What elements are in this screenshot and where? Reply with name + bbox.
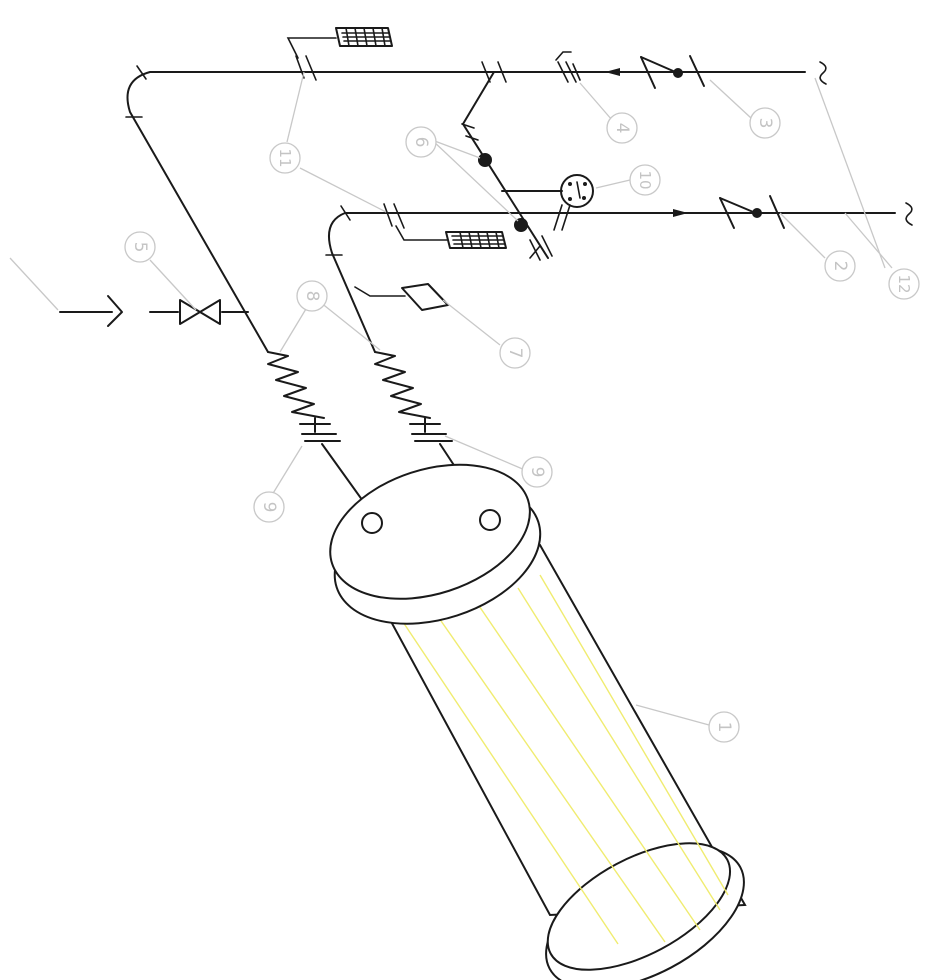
callout-10: 10	[629, 164, 661, 196]
callout-6-label: 6	[411, 137, 431, 148]
drain-valve	[59, 295, 249, 327]
callout-12-label: 12	[895, 274, 913, 293]
gauge-icon	[553, 174, 594, 231]
callout-3-label: 3	[755, 118, 775, 129]
callout-3: 3	[749, 107, 781, 139]
callout-2: 2	[824, 250, 856, 282]
callout-9-right: 9	[521, 456, 553, 488]
leader-lines	[9, 71, 893, 726]
callout-7-label: 7	[505, 348, 525, 359]
pipe-fitting	[555, 51, 581, 83]
callout-7: 7	[499, 337, 531, 369]
lower-pipe	[325, 202, 913, 353]
callout-5: 5	[124, 231, 156, 263]
collector-tube	[329, 463, 747, 980]
sensor-upper-icon	[286, 27, 393, 81]
flow-arrow-lower	[673, 209, 688, 217]
callout-2-label: 2	[830, 261, 850, 272]
callout-4: 4	[606, 112, 638, 144]
sensor-lower-icon	[383, 203, 507, 249]
callout-6: 6	[405, 126, 437, 158]
callout-5-label: 5	[130, 242, 150, 253]
callout-10-label: 10	[636, 170, 654, 189]
callout-9-left: 9	[253, 491, 285, 523]
check-valve-upper	[640, 55, 705, 89]
callout-9-right-label: 9	[527, 467, 547, 478]
callout-1-label: 1	[714, 722, 734, 733]
callout-1: 1	[708, 711, 740, 743]
bypass-branch	[461, 71, 563, 261]
callout-11-label: 11	[276, 148, 294, 167]
callout-8-label: 8	[302, 291, 322, 302]
callout-4-label: 4	[612, 123, 632, 134]
callout-9-left-label: 9	[259, 502, 279, 513]
flex-hose-left	[267, 351, 379, 523]
flow-arrow-upper	[605, 68, 620, 76]
callout-11: 11	[269, 142, 301, 174]
callout-12: 12	[888, 268, 920, 300]
controller-box-icon	[354, 283, 449, 311]
callout-8: 8	[296, 280, 328, 312]
upper-pipe	[125, 61, 827, 353]
check-valve-lower	[719, 195, 785, 229]
